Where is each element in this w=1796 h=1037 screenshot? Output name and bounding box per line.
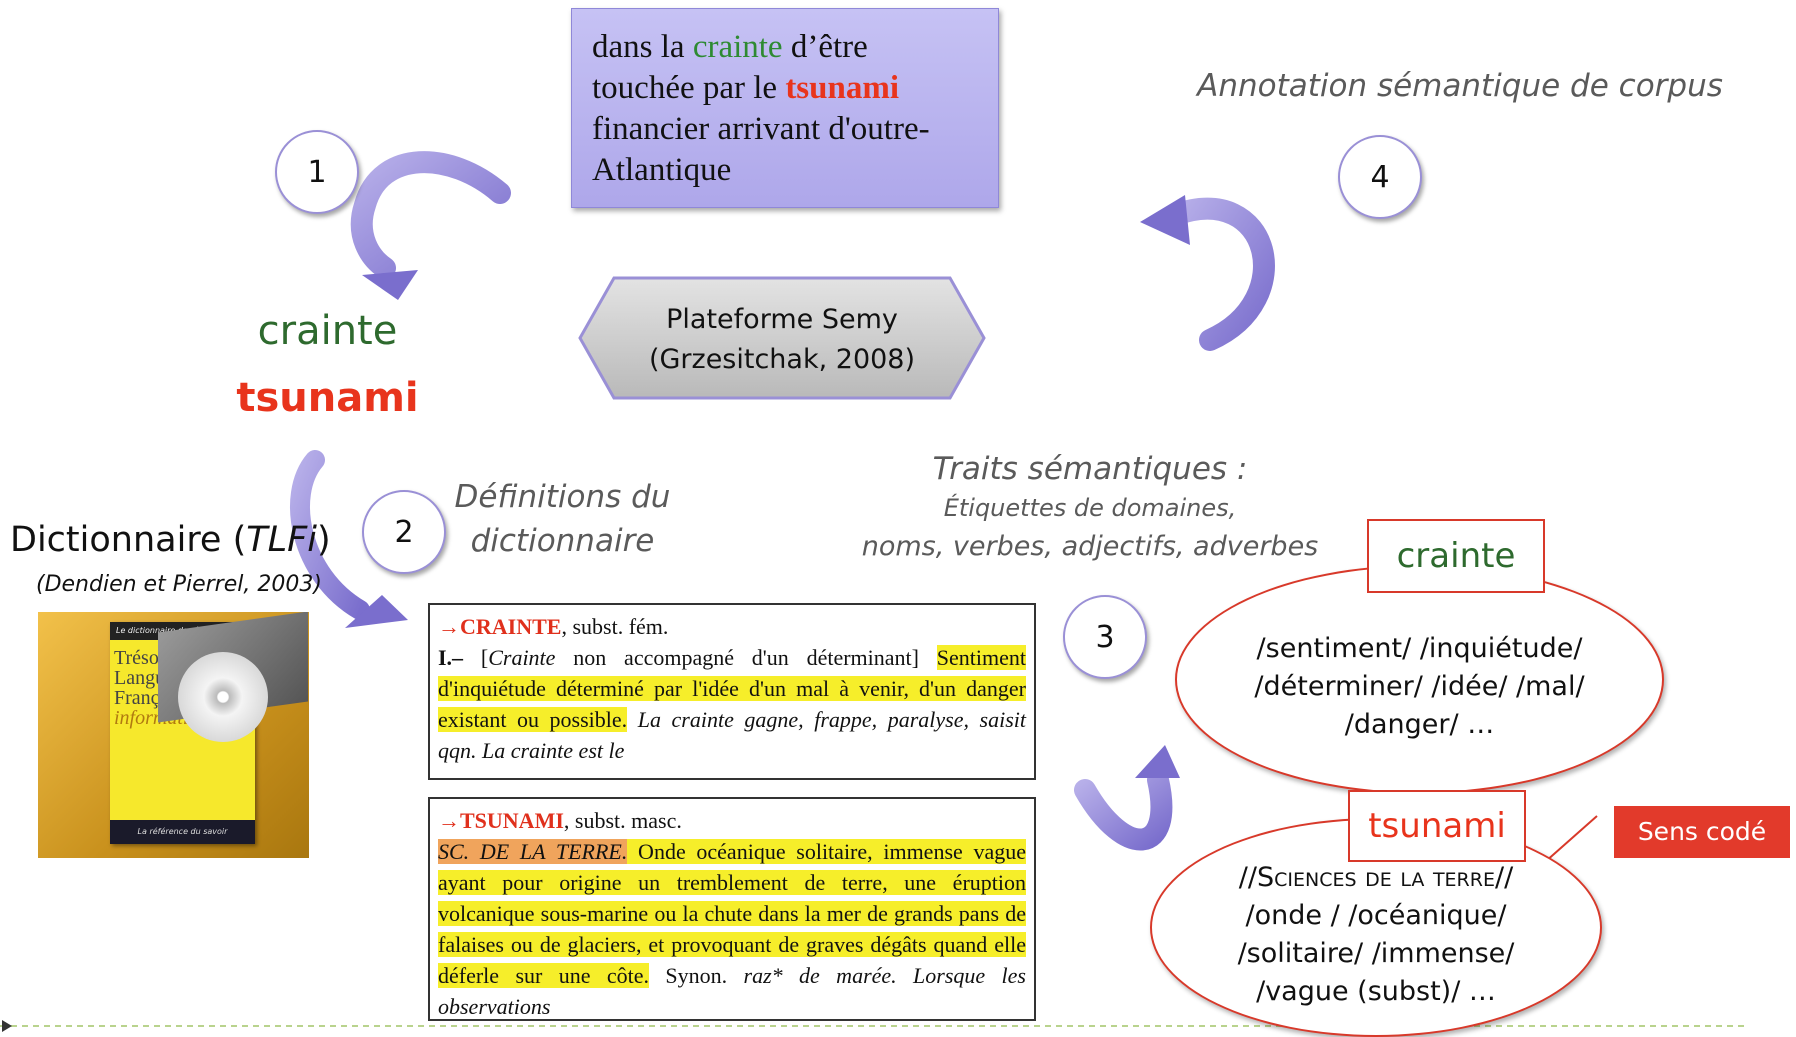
features-tsunami-line1: /onde / /océanique/: [1245, 899, 1507, 931]
arrow-step-4: [1140, 195, 1275, 351]
arrow-step-1: [350, 151, 511, 300]
traits-line1: Traits sémantiques :: [932, 451, 1248, 487]
traits-line3: noms, verbes, adjectifs, adverbes: [861, 531, 1319, 562]
corpus-quote-box: dans la crainte d’être touchée par le ts…: [571, 8, 999, 208]
pos-crainte: , subst. fém.: [561, 614, 669, 639]
slide-marker-icon: [2, 1020, 12, 1032]
step-4-circle: 4: [1338, 135, 1422, 219]
traits-line2: Étiquettes de domaines,: [943, 494, 1237, 522]
tlfi-cover-image: Le dictionnaire de référence Trésor Lang…: [38, 612, 309, 858]
features-crainte-line3: /danger/ …: [1344, 708, 1495, 740]
arrow-right-icon: →: [438, 808, 460, 833]
features-ellipse-crainte: /sentiment/ /inquiétude/ /déterminer/ /i…: [1175, 565, 1664, 794]
pos-tsunami: , subst. masc.: [563, 808, 682, 833]
sense-number: I.–: [438, 645, 464, 670]
tlfi-bottom-band: La référence du savoir: [110, 820, 255, 844]
platform-name: Plateforme Semy: [666, 304, 898, 335]
dictionary-title-acronym: TLFi: [246, 520, 317, 560]
features-tsunami-domain: //Sciences de la terre//: [1238, 861, 1514, 893]
headword-tsunami: TSUNAMI: [460, 808, 564, 833]
features-tsunami-line3: /vague (subst)/ …: [1256, 975, 1496, 1007]
synonym-tsunami: raz* de marée. Lorsque les observations: [438, 963, 1026, 1019]
step-3-circle: 3: [1063, 595, 1147, 679]
cd-disc-icon: [178, 652, 268, 742]
headword-crainte: CRAINTE: [460, 614, 562, 639]
excerpt-tsunami: →TSUNAMI, subst. masc. SC. DE LA TERRE. …: [428, 797, 1036, 1021]
coded-sense-connector: [1544, 815, 1598, 863]
step-1-circle: 1: [275, 130, 359, 214]
dictionary-title-prefix: Dictionnaire (: [10, 520, 247, 560]
dictionary-title: Dictionnaire (TLFi): [10, 520, 331, 560]
bracket-italic: Crainte: [488, 645, 556, 670]
annotation-label: Annotation sémantique de corpus: [1197, 68, 1723, 104]
coded-sense-label: Sens codé: [1614, 806, 1790, 858]
dictionary-reference: (Dendien et Pierrel, 2003): [36, 572, 322, 597]
synonym-lead: Synon.: [649, 963, 744, 988]
excerpt-crainte: →CRAINTE, subst. fém. I.– [Crainte non a…: [428, 603, 1036, 780]
domain-tag-tsunami: SC. DE LA TERRE.: [438, 839, 628, 864]
arrow-step-3: [1074, 745, 1180, 851]
bracket-open: [: [463, 645, 489, 670]
word-crainte: crainte: [257, 308, 398, 354]
tlfi-line-1: Trésor: [114, 647, 166, 669]
feature-word-tsunami: tsunami: [1348, 790, 1526, 862]
features-crainte-line2: /déterminer/ /idée/ /mal/: [1254, 670, 1585, 702]
definitions-label: Définitions du dictionnaire: [440, 475, 685, 563]
arrow-right-icon: →: [438, 614, 460, 639]
word-tsunami: tsunami: [236, 375, 419, 421]
platform-label: Plateforme Semy (Grzesitchak, 2008): [578, 300, 986, 380]
feature-word-crainte: crainte: [1367, 519, 1545, 593]
bracket-rest: non accompagné d'un déterminant]: [555, 645, 919, 670]
traits-label: Traits sémantiques : Étiquettes de domai…: [845, 447, 1335, 569]
definitions-label-line1: Définitions du: [454, 479, 671, 515]
quote-part3: financier arrivant d'outre-Atlantique: [592, 111, 930, 188]
quote-part2: d’être touchée par le: [592, 29, 868, 106]
dictionary-title-suffix: ): [317, 520, 331, 560]
platform-ref: (Grzesitchak, 2008): [648, 344, 916, 375]
definitions-label-line2: dictionnaire: [470, 523, 655, 559]
features-crainte-line1: /sentiment/ /inquiétude/: [1256, 632, 1583, 664]
features-tsunami-line2: /solitaire/ /immense/: [1237, 937, 1515, 969]
quote-part1: dans la: [592, 29, 693, 65]
arrow-step-2: [290, 450, 408, 628]
step-2-circle: 2: [362, 490, 446, 574]
quote-word-crainte: crainte: [692, 29, 783, 65]
quote-word-tsunami: tsunami: [785, 70, 900, 106]
example-crainte: La crainte gagne, frappe, paralyse, sais…: [438, 707, 1027, 763]
platform-hexagon: [578, 276, 986, 400]
